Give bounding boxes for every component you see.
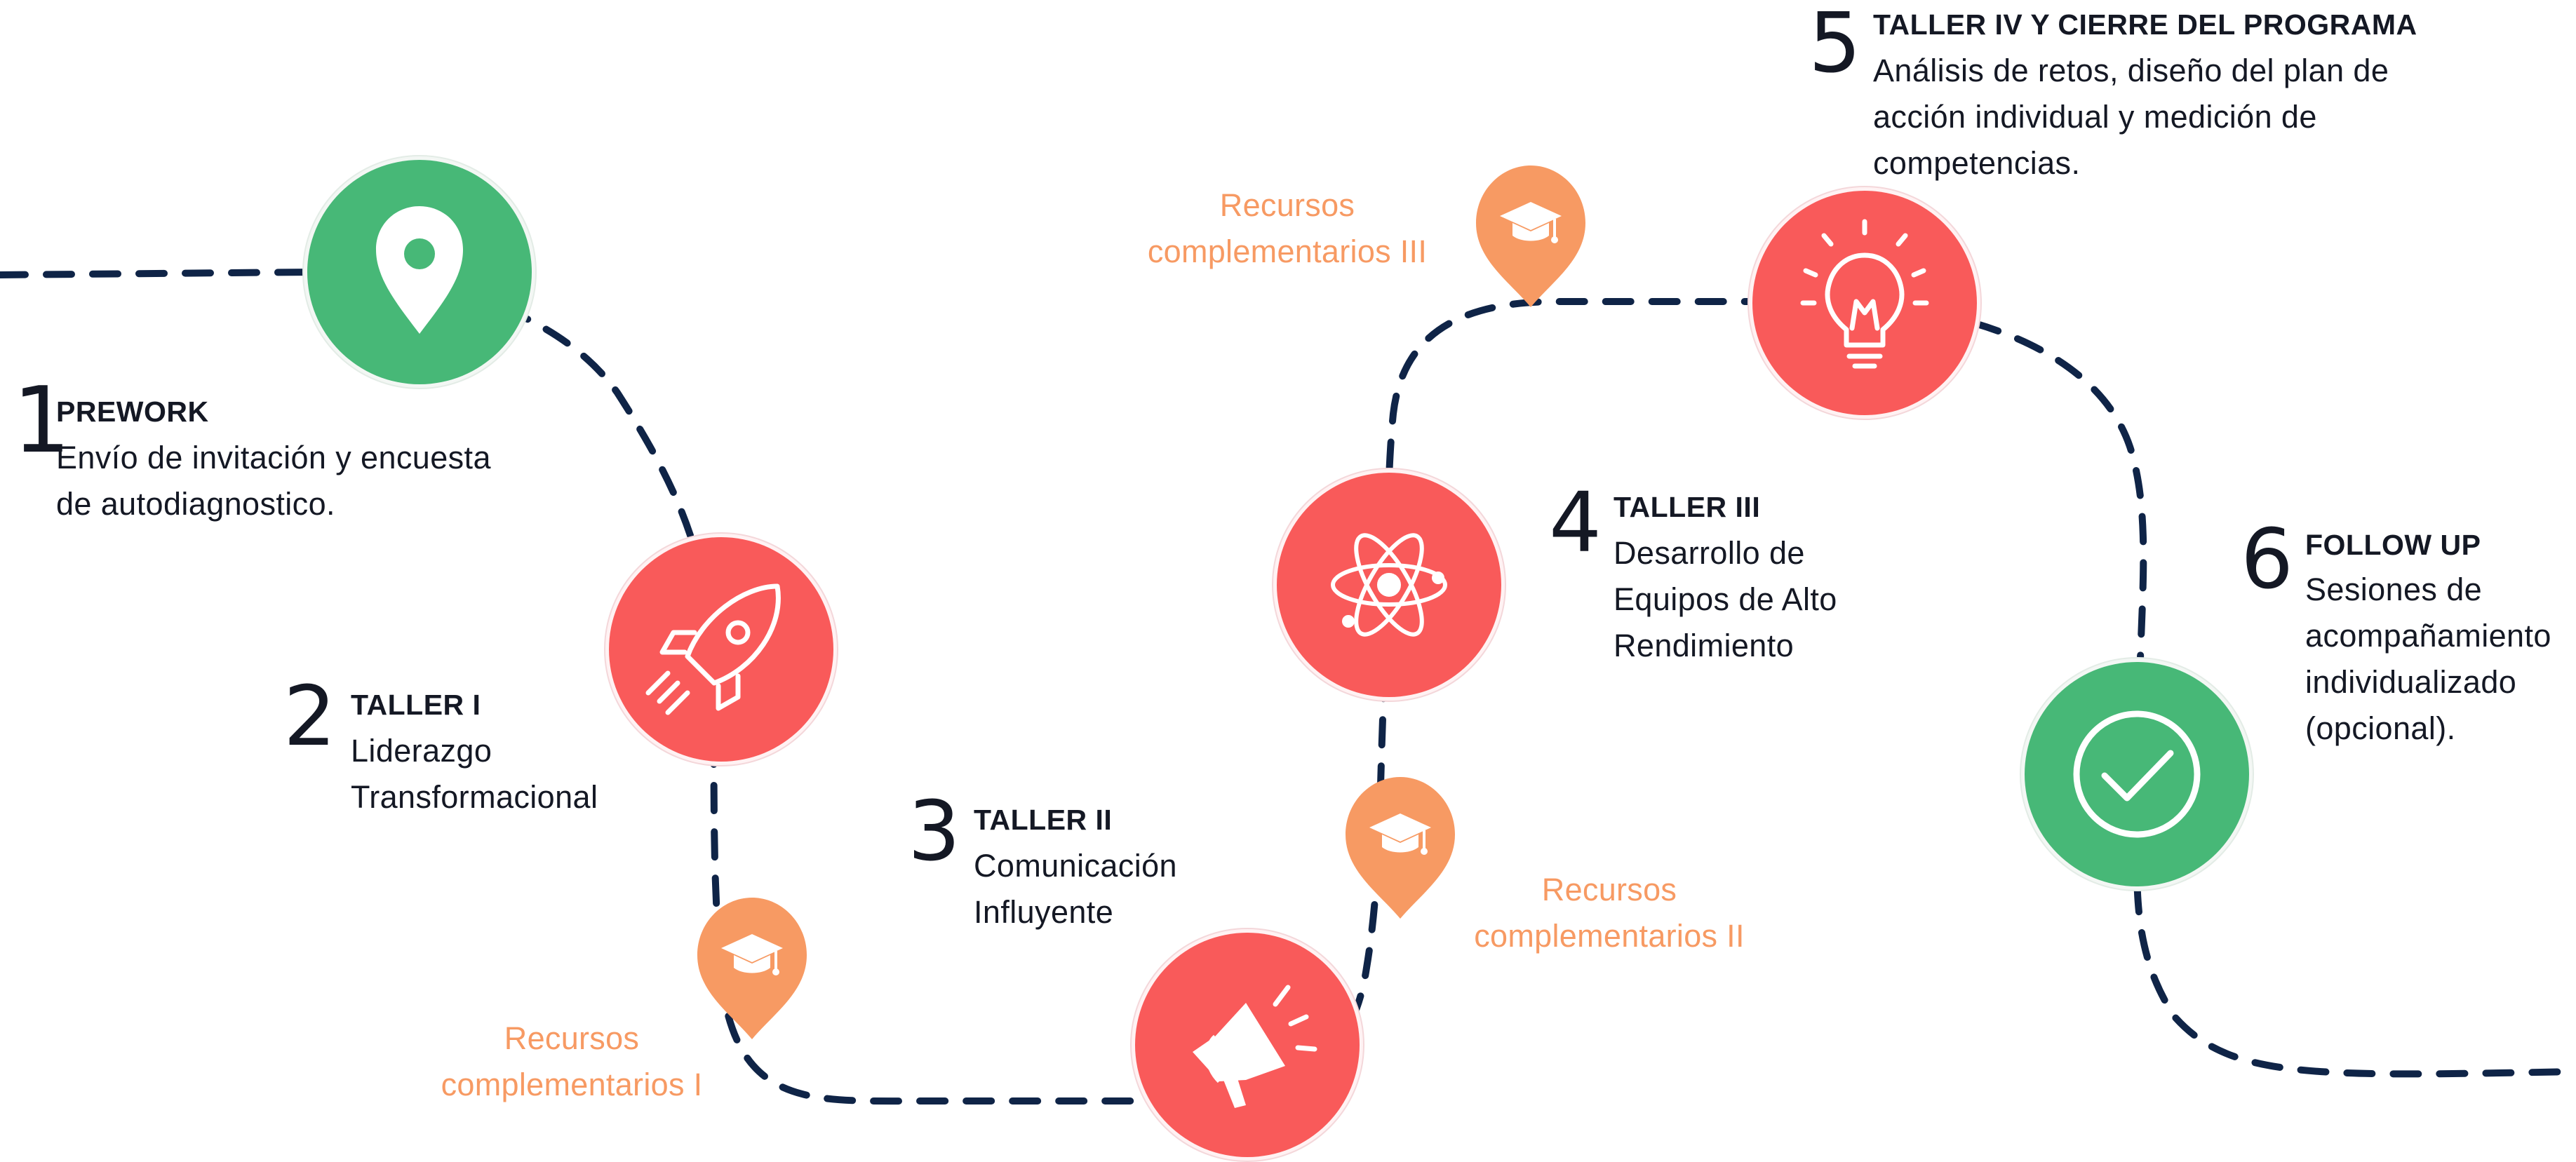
lightbulb-icon xyxy=(1800,219,1929,369)
step-number: 1 xyxy=(13,367,71,473)
step-title: FOLLOW UP xyxy=(2305,529,2481,561)
megaphone-icon xyxy=(1193,985,1317,1108)
step-number: 2 xyxy=(283,668,337,764)
step-title: TALLER II xyxy=(974,804,1113,836)
step-number: 6 xyxy=(2241,511,2294,607)
rocket-icon xyxy=(645,583,781,715)
step-description: Comunicación Influyente xyxy=(974,848,1177,930)
step-1-circle xyxy=(302,155,537,389)
resource-label-3: Recursos complementarios III xyxy=(1147,187,1428,269)
step-title: TALLER III xyxy=(1614,491,1761,523)
resource-marker-3 xyxy=(1476,165,1585,307)
resource-marker-1 xyxy=(697,898,807,1039)
step-4-circle xyxy=(1272,468,1506,702)
step-6-circle xyxy=(2020,657,2254,891)
step-description: Envío de invitación y encuesta de autodi… xyxy=(56,440,491,522)
step-number: 5 xyxy=(1809,0,1862,91)
step-3-circle xyxy=(1130,928,1364,1162)
step-description: Análisis de retos, diseño del plan de ac… xyxy=(1873,53,2389,181)
step-2-circle xyxy=(604,532,838,766)
atom-icon xyxy=(1331,533,1447,637)
step-title: TALLER IV Y CIERRE DEL PROGRAMA xyxy=(1873,8,2417,41)
resource-marker-2 xyxy=(1346,777,1455,919)
step-5-circle xyxy=(1747,186,1982,420)
step-number: 3 xyxy=(908,783,961,879)
step-title: PREWORK xyxy=(56,396,209,428)
resource-label-2: Recursos complementarios II xyxy=(1474,872,1745,954)
step-description: Desarrollo de Equipos de Alto Rendimient… xyxy=(1614,535,1837,663)
step-number: 4 xyxy=(1549,474,1602,571)
step-description: Liderazgo Transformacional xyxy=(351,733,598,815)
resource-label-1: Recursos complementarios I xyxy=(441,1020,703,1102)
step-title: TALLER I xyxy=(351,689,481,721)
checkmark-icon xyxy=(2073,710,2201,838)
map-pin-icon xyxy=(376,206,463,334)
step-description: Sesiones de acompañamiento individualiza… xyxy=(2305,572,2551,746)
